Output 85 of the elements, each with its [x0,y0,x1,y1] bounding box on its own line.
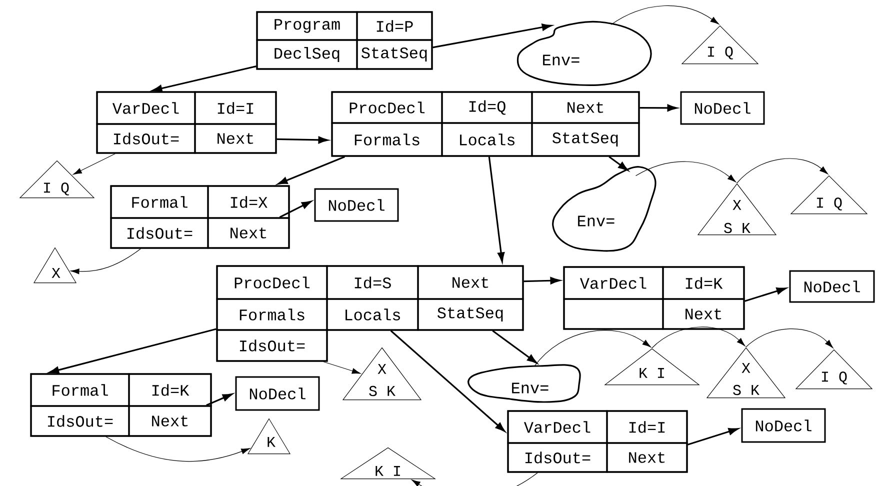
record-field: Formals [331,122,443,157]
arrow [279,200,312,218]
record-field: Formal [110,185,209,219]
arrow [640,104,678,112]
arrow [73,153,116,175]
arrow [412,472,538,486]
triangle-label: I Q [822,372,847,384]
terminal-box: NoDecl [680,91,765,125]
arrow [534,330,652,366]
record-field: Next [128,405,212,437]
arrow [432,24,552,48]
record-field: Next [662,298,745,330]
record-field: IdsOut= [507,442,608,473]
arrow [736,158,828,184]
record-field: Id=K [662,266,745,300]
record-field: VarDecl [563,266,664,300]
record-field: StatSeq [417,298,524,331]
triangle-label: S K [724,222,750,234]
record-field: ProcDecl [331,91,443,124]
arrow [744,287,786,302]
triangle-label: X [742,363,750,373]
arrow [492,330,537,364]
record-field: ProcDecl [216,265,328,300]
record-field: Id=S [326,265,419,300]
record-field: Next [606,442,688,473]
record-field: Id=I [606,410,688,444]
triangle-label: S K [733,384,760,396]
arrow [278,156,346,185]
arrow [610,5,720,25]
triangle-label: I Q [44,182,69,196]
terminal-box: NoDecl [235,376,320,411]
record-field: StatSeq [531,122,640,157]
terminal-box: NoDecl [789,270,875,303]
record-field: Id=I [194,91,277,125]
record-field: Program [256,11,358,41]
record-field: Next [207,217,290,249]
triangle-label: I Q [816,198,842,210]
record-field [563,298,664,330]
triangle-label: X [378,364,386,374]
triangle-label: K I [640,368,664,378]
arrow [635,161,736,182]
arrow [608,156,628,171]
record-field: Formals [216,298,328,331]
record-field: Id=X [207,185,290,219]
blob-label: Env= [512,382,548,394]
record-field: IdsOut= [96,123,196,154]
arrow [746,328,834,348]
triangle-label: X [732,200,742,210]
record-field: VarDecl [96,91,196,125]
record-field: VarDecl [507,410,608,444]
arrow [106,436,250,462]
arrow [390,330,506,432]
record-field: Locals [441,122,533,157]
terminal-box: NoDecl [314,188,399,222]
record-field: IdsOut= [30,405,130,437]
record-field: Id=K [128,373,212,407]
triangle-label: X [52,268,60,278]
triangle-label: K I [376,466,400,476]
record-field: Formal [30,373,130,407]
arrow [652,326,746,348]
arrow [70,248,141,274]
record-field: StatSeq [356,39,433,70]
triangle-label: K [268,437,276,447]
arrow [49,328,216,374]
arrow [488,156,505,262]
record-field: DeclSeq [256,39,358,70]
terminal-box: NoDecl [741,408,826,443]
arrow [323,361,361,374]
blob-label: Env= [578,216,614,226]
record-field: Id=Q [441,91,533,124]
record-field: IdsOut= [216,329,328,362]
triangle-label: I Q [708,46,733,60]
blob-label: Env= [543,54,580,66]
arrow [524,277,560,284]
record-field: Id=P [356,11,433,41]
record-field: Next [417,265,524,300]
arrow [152,66,256,92]
arrow [688,428,738,446]
arrow [276,136,328,144]
triangle-label: S K [369,386,396,396]
record-field: Next [531,91,640,124]
arrow [206,394,232,406]
record-field: IdsOut= [110,217,209,249]
record-field: Locals [326,298,419,331]
record-field: Next [194,123,277,154]
